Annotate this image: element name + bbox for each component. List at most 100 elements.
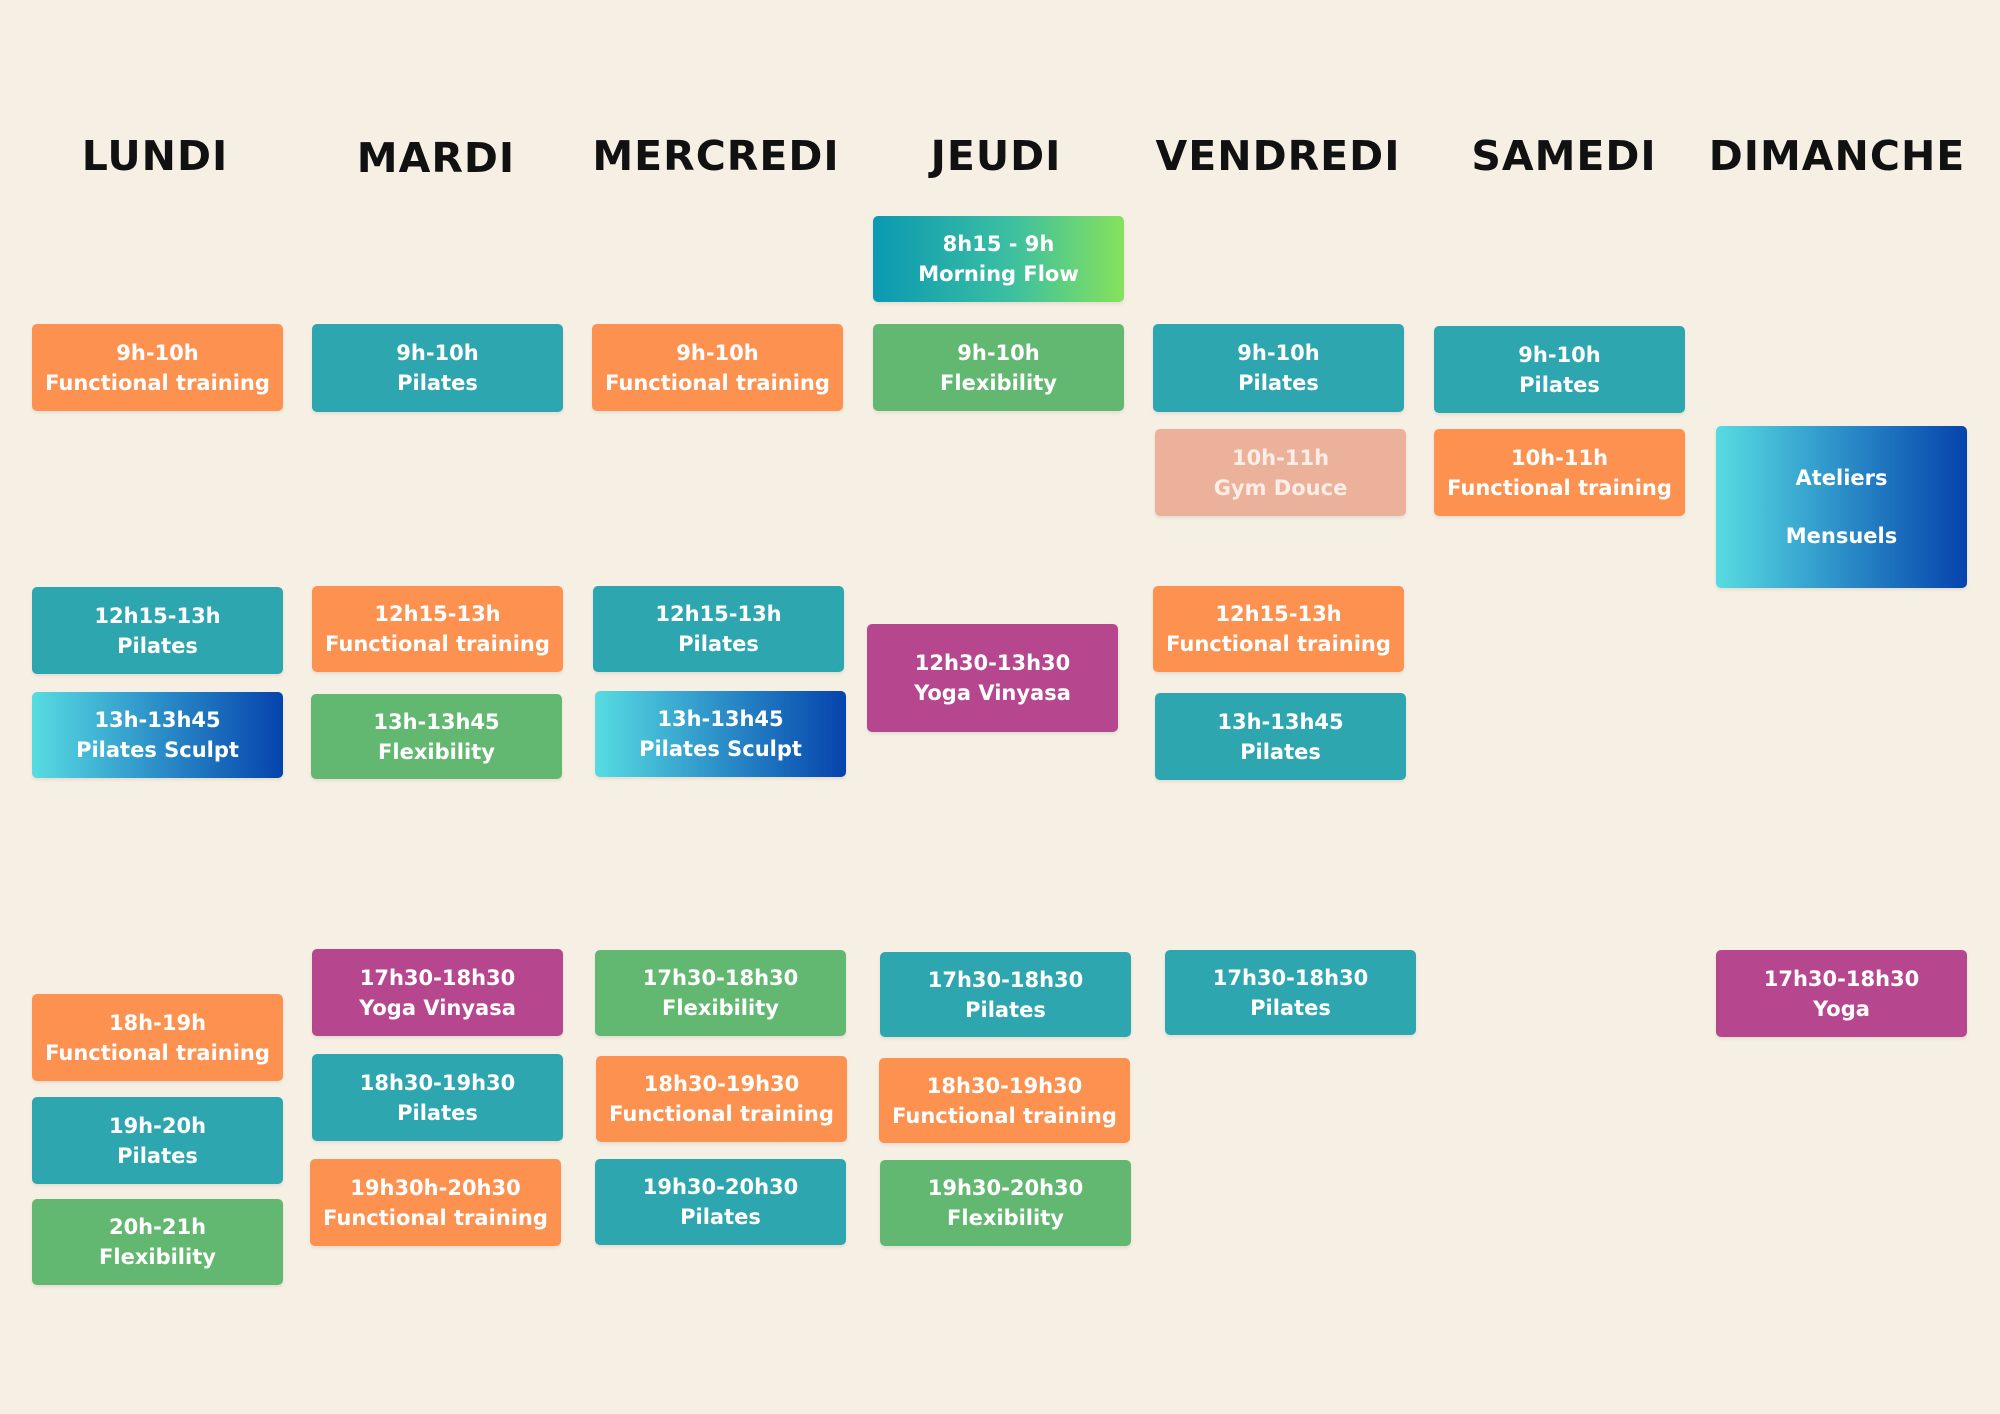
class-name: Functional training (45, 370, 270, 395)
day-header-mardi: MARDI (356, 134, 516, 182)
class-time: 9h-10h (116, 340, 199, 365)
class-name: Yoga (1813, 996, 1870, 1021)
class-name: Pilates (1519, 372, 1600, 397)
class-card-lundi-flexibility[interactable]: 20h-21h Flexibility (32, 1199, 283, 1285)
class-name: Flexibility (662, 996, 779, 1020)
class-card-lundi-pilates-evening[interactable]: 19h-20h Pilates (32, 1097, 283, 1184)
class-time: 12h15-13h (655, 602, 782, 626)
class-name: Pilates (117, 633, 198, 658)
class-card-mercredi-functional-training[interactable]: 9h-10h Functional training (592, 324, 843, 411)
day-header-lundi: LUNDI (81, 132, 229, 180)
class-time: 10h-11h (1510, 445, 1609, 470)
class-time: 9h-10h (396, 341, 479, 365)
class-time: 17h30-18h30 (1212, 965, 1369, 990)
class-card-vendredi-pilates-evening[interactable]: 17h30-18h30 Pilates (1165, 950, 1416, 1035)
class-name: Pilates (1240, 739, 1321, 764)
class-time: 12h30-13h30 (914, 651, 1071, 675)
class-card-dimanche-ateliers-mensuels[interactable]: Ateliers Mensuels (1716, 426, 1967, 588)
class-name: Flexibility (378, 739, 495, 764)
class-name: Pilates (965, 997, 1046, 1022)
class-card-lundi-functional-training-evening[interactable]: 18h-19h Functional training (32, 994, 283, 1081)
day-header-vendredi: VENDREDI (1155, 132, 1401, 180)
class-name: Pilates (397, 371, 478, 395)
class-card-samedi-pilates[interactable]: 9h-10h Pilates (1434, 326, 1685, 413)
class-card-lundi-pilates-sculpt[interactable]: 13h-13h45 Pilates Sculpt (32, 692, 283, 778)
class-card-lundi-pilates[interactable]: 12h15-13h Pilates (32, 587, 283, 674)
class-name: Morning Flow (918, 262, 1079, 286)
class-card-samedi-functional-training[interactable]: 10h-11h Functional training (1434, 429, 1685, 516)
class-time: 9h-10h (957, 340, 1040, 365)
class-card-dimanche-yoga[interactable]: 17h30-18h30 Yoga (1716, 950, 1967, 1037)
class-card-mercredi-pilates[interactable]: 12h15-13h Pilates (593, 586, 844, 672)
class-card-mardi-pilates-evening[interactable]: 18h30-19h30 Pilates (312, 1054, 563, 1141)
class-name: Pilates (397, 1100, 478, 1125)
class-time: 19h30-20h30 (927, 1176, 1084, 1200)
class-time: 18h30-19h30 (926, 1073, 1083, 1098)
class-name: Pilates (117, 1143, 198, 1168)
class-name: Flexibility (947, 1206, 1064, 1230)
class-card-lundi-functional-training[interactable]: 9h-10h Functional training (32, 324, 283, 411)
class-time: 13h-13h45 (1217, 709, 1344, 734)
class-card-vendredi-functional-training[interactable]: 12h15-13h Functional training (1153, 586, 1404, 672)
class-time: 18h-19h (108, 1010, 207, 1035)
class-name: Flexibility (99, 1245, 216, 1269)
class-card-jeudi-flexibility-evening[interactable]: 19h30-20h30 Flexibility (880, 1160, 1131, 1246)
class-card-mardi-pilates[interactable]: 9h-10h Pilates (312, 324, 563, 412)
class-name: Pilates (680, 1205, 761, 1229)
class-card-mercredi-functional-training-evening[interactable]: 18h30-19h30 Functional training (596, 1056, 847, 1142)
class-card-mercredi-pilates-evening[interactable]: 19h30-20h30 Pilates (595, 1159, 846, 1245)
class-time: 8h15 - 9h (942, 232, 1055, 256)
class-card-mardi-flexibility[interactable]: 13h-13h45 Flexibility (311, 694, 562, 779)
class-name: Flexibility (940, 370, 1057, 395)
class-name: Functional training (609, 1102, 834, 1126)
class-name: Functional training (1166, 632, 1391, 656)
class-time: 13h-13h45 (94, 708, 221, 732)
class-name: Pilates Sculpt (76, 738, 239, 762)
class-card-mardi-functional-training-evening[interactable]: 19h30h-20h30 Functional training (310, 1159, 561, 1246)
class-card-mardi-functional-training[interactable]: 12h15-13h Functional training (312, 586, 563, 672)
class-name: Yoga Vinyasa (914, 681, 1071, 705)
class-name: Functional training (325, 632, 550, 656)
class-time: 17h30-18h30 (1763, 966, 1920, 991)
class-card-mercredi-pilates-sculpt[interactable]: 13h-13h45 Pilates Sculpt (595, 691, 846, 777)
class-card-vendredi-pilates[interactable]: 9h-10h Pilates (1153, 324, 1404, 412)
class-name: Pilates (1238, 371, 1319, 395)
class-time: 13h-13h45 (373, 709, 500, 734)
class-time: 10h-11h (1231, 445, 1330, 470)
class-time: 12h15-13h (1215, 602, 1342, 626)
class-time: 9h-10h (1237, 341, 1320, 365)
class-card-mercredi-flexibility[interactable]: 17h30-18h30 Flexibility (595, 950, 846, 1036)
class-name: Pilates (1250, 995, 1331, 1020)
class-time: 18h30-19h30 (359, 1070, 516, 1095)
class-time: 19h30h-20h30 (350, 1175, 521, 1200)
class-time: 9h-10h (1518, 342, 1601, 367)
class-card-jeudi-yoga-vinyasa[interactable]: 12h30-13h30 Yoga Vinyasa (867, 624, 1118, 732)
class-time: 9h-10h (676, 340, 759, 365)
class-time: 19h30-20h30 (642, 1175, 799, 1199)
class-card-mardi-yoga-vinyasa[interactable]: 17h30-18h30 Yoga Vinyasa (312, 949, 563, 1036)
class-name: Gym Douce (1213, 475, 1348, 500)
class-card-jeudi-flexibility[interactable]: 9h-10h Flexibility (873, 324, 1124, 411)
class-time: 20h-21h (108, 1215, 207, 1239)
class-name: Functional training (1447, 475, 1672, 500)
class-time: 17h30-18h30 (642, 966, 799, 990)
class-name: Functional training (892, 1103, 1117, 1128)
class-card-vendredi-gym-douce[interactable]: 10h-11h Gym Douce (1155, 429, 1406, 516)
class-time: 18h30-19h30 (643, 1072, 800, 1096)
ateliers-line2: Mensuels (1785, 524, 1898, 548)
day-header-mercredi: MERCREDI (592, 132, 840, 180)
class-time: 19h-20h (108, 1113, 207, 1138)
day-header-samedi: SAMEDI (1471, 132, 1657, 180)
class-time: 17h30-18h30 (927, 967, 1084, 992)
class-name: Functional training (605, 370, 830, 395)
class-card-vendredi-pilates-midday[interactable]: 13h-13h45 Pilates (1155, 693, 1406, 780)
class-time: 13h-13h45 (657, 707, 784, 731)
class-card-jeudi-pilates-evening[interactable]: 17h30-18h30 Pilates (880, 952, 1131, 1037)
ateliers-line1: Ateliers (1795, 466, 1888, 490)
day-header-dimanche: DIMANCHE (1708, 132, 1966, 180)
class-name: Pilates (678, 632, 759, 656)
class-card-jeudi-functional-training-evening[interactable]: 18h30-19h30 Functional training (879, 1058, 1130, 1143)
class-time: 17h30-18h30 (359, 965, 516, 990)
class-card-jeudi-morning-flow[interactable]: 8h15 - 9h Morning Flow (873, 216, 1124, 302)
class-name: Pilates Sculpt (639, 737, 802, 761)
